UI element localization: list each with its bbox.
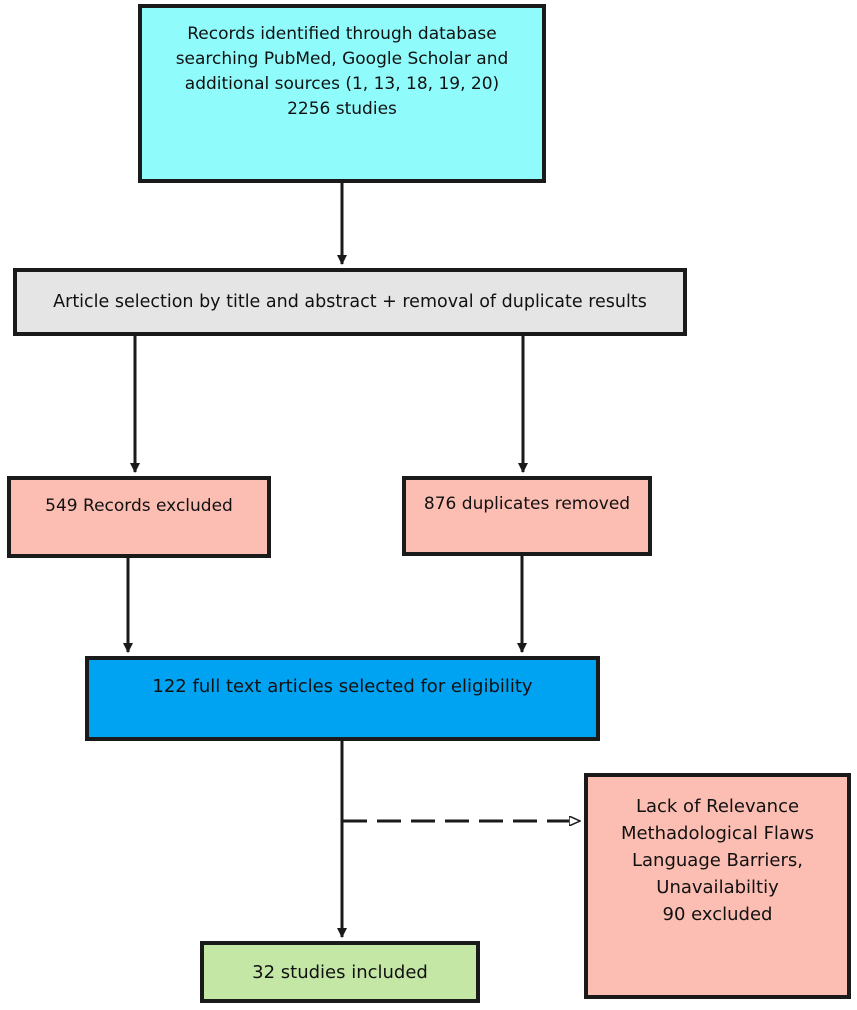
- records-excluded-box: 549 Records excluded: [7, 476, 271, 558]
- records-identified-line: searching PubMed, Google Scholar and: [175, 49, 509, 69]
- studies-included-box: 32 studies included: [200, 941, 480, 1003]
- exclusion-reasons-text: Lack of Relevance Methadological Flaws L…: [621, 793, 814, 928]
- duplicates-removed-box: 876 duplicates removed: [402, 476, 652, 556]
- full-text-eligibility-label: 122 full text articles selected for elig…: [152, 676, 533, 697]
- full-text-eligibility-box: 122 full text articles selected for elig…: [85, 656, 600, 741]
- duplicates-removed-label: 876 duplicates removed: [423, 494, 631, 514]
- exclusion-reason: Language Barriers,: [632, 850, 803, 871]
- studies-included-label: 32 studies included: [252, 961, 428, 983]
- article-selection-box: Article selection by title and abstract …: [13, 268, 687, 336]
- records-identified-line: additional sources (1, 13, 18, 19, 20): [184, 74, 500, 94]
- article-selection-label: Article selection by title and abstract …: [53, 292, 647, 312]
- records-identified-box: Records identified through database sear…: [138, 4, 546, 183]
- records-identified-count: 2256 studies: [287, 99, 397, 119]
- exclusion-reason: Lack of Relevance: [635, 796, 800, 817]
- records-identified-text: Records identified through database sear…: [176, 22, 509, 122]
- records-identified-line: Records identified through database: [187, 24, 497, 44]
- records-excluded-label: 549 Records excluded: [45, 496, 233, 516]
- excluded-count: 90 excluded: [662, 904, 773, 925]
- exclusion-reason: Unavailabiltiy: [656, 877, 779, 898]
- exclusion-reasons-box: Lack of Relevance Methadological Flaws L…: [584, 773, 851, 999]
- exclusion-reason: Methadological Flaws: [620, 823, 815, 844]
